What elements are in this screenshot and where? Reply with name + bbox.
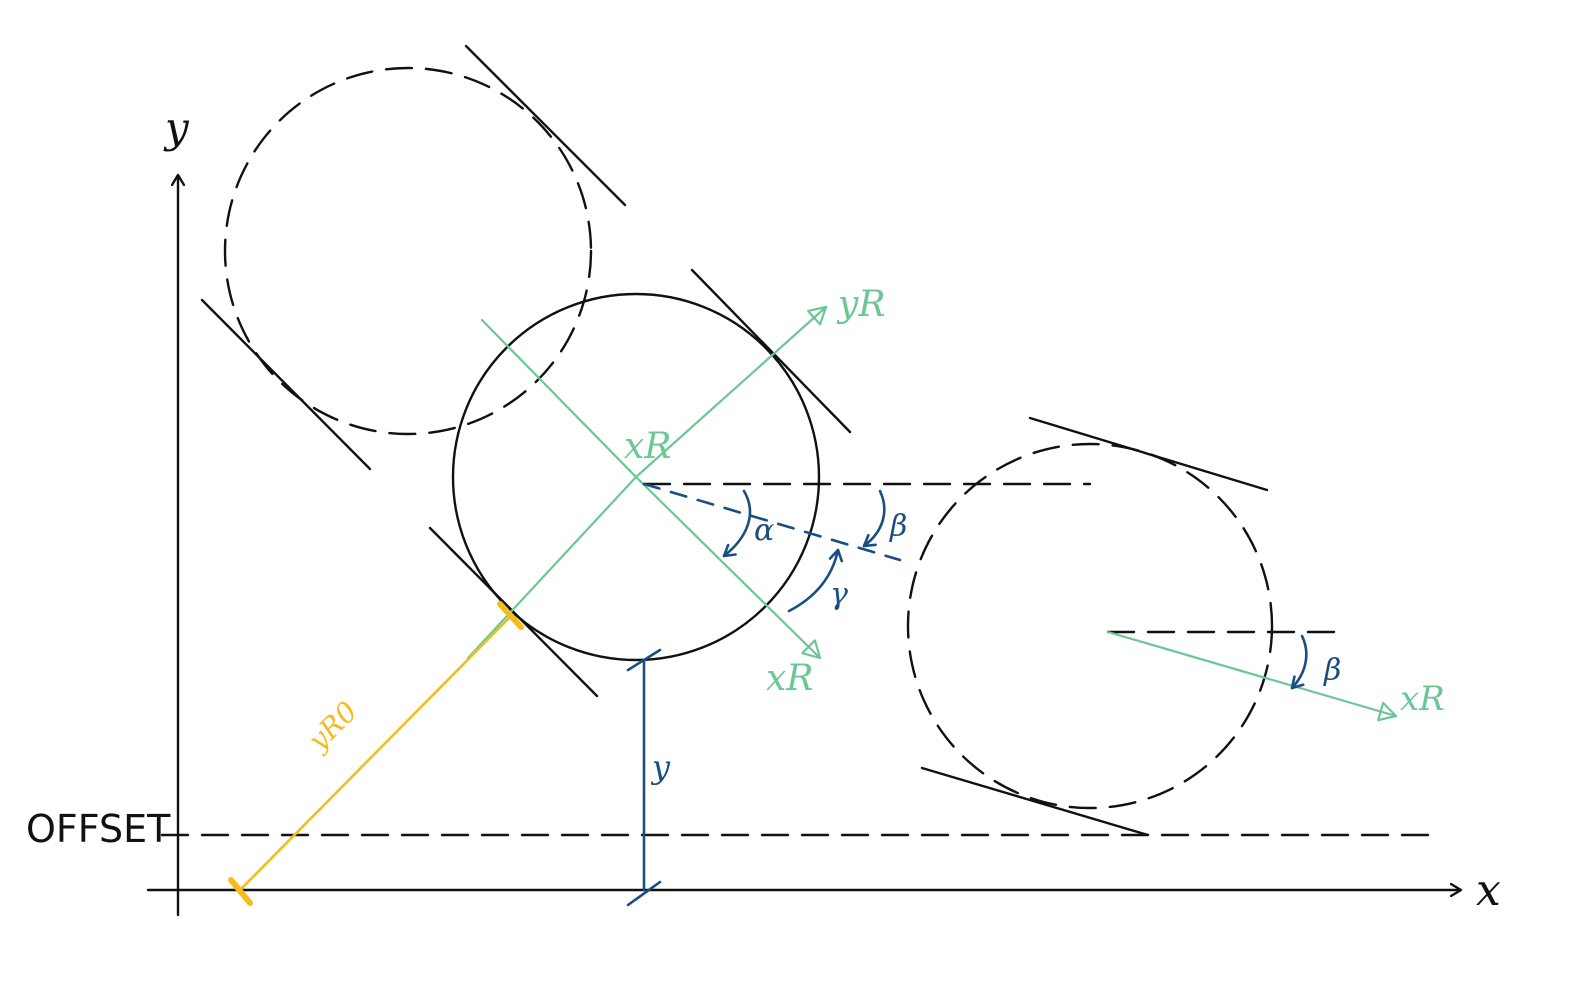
- y-axis-label: y: [163, 103, 190, 152]
- alpha-label: α: [754, 513, 774, 548]
- yr0-label: yR0: [300, 695, 363, 758]
- center-robot-frame-label: xR: [624, 426, 671, 467]
- ghost-circle-upper-left: [223, 66, 593, 436]
- offset-label: OFFSET: [26, 807, 171, 851]
- gamma-label: γ: [830, 577, 848, 612]
- yr0-dimension: [228, 601, 524, 906]
- yr0-tick-start: [228, 877, 253, 906]
- robot-x-axis: [634, 475, 822, 660]
- direction-line: [642, 482, 902, 562]
- tangent-line: [428, 526, 599, 698]
- robot-x-axis-line: [480, 318, 638, 479]
- tangent-line: [1028, 416, 1269, 492]
- robot-x-axis-right: [1106, 630, 1398, 722]
- ghost-circle-right: [906, 442, 1274, 810]
- beta-angle-arc: [862, 489, 886, 548]
- y-distance-dimension: [626, 648, 662, 907]
- robot-x-axis-label: xR: [766, 658, 813, 699]
- ghost-position-upper-left: [200, 44, 627, 471]
- tangent-line: [200, 298, 372, 471]
- alpha-angle-arc: [722, 489, 752, 558]
- robot-x-axis-right-label: xR: [1400, 679, 1445, 719]
- robot-y-axis-line: [466, 475, 638, 660]
- tangent-line: [464, 44, 627, 207]
- yr0-line: [238, 613, 514, 892]
- robot-circle: [451, 292, 821, 662]
- ghost-position-right: [906, 416, 1398, 837]
- yr0-tick-end: [497, 601, 524, 630]
- beta-label: β: [889, 509, 907, 544]
- gamma-angle-arc: [787, 548, 844, 613]
- beta-right-label: β: [1323, 653, 1341, 688]
- y-distance-label: y: [650, 748, 671, 786]
- beta-angle-arc-right: [1290, 634, 1308, 690]
- coordinate-axes: [146, 176, 1460, 917]
- robot-y-axis-label: yR: [836, 284, 885, 325]
- tangent-line: [690, 268, 852, 434]
- robot-y-axis: [634, 305, 828, 479]
- tangent-line: [920, 766, 1150, 837]
- x-axis-label: x: [1476, 865, 1501, 916]
- robot-main: [428, 268, 1092, 698]
- y-distance-tick-top: [626, 648, 662, 672]
- y-distance-tick-bottom: [626, 880, 662, 907]
